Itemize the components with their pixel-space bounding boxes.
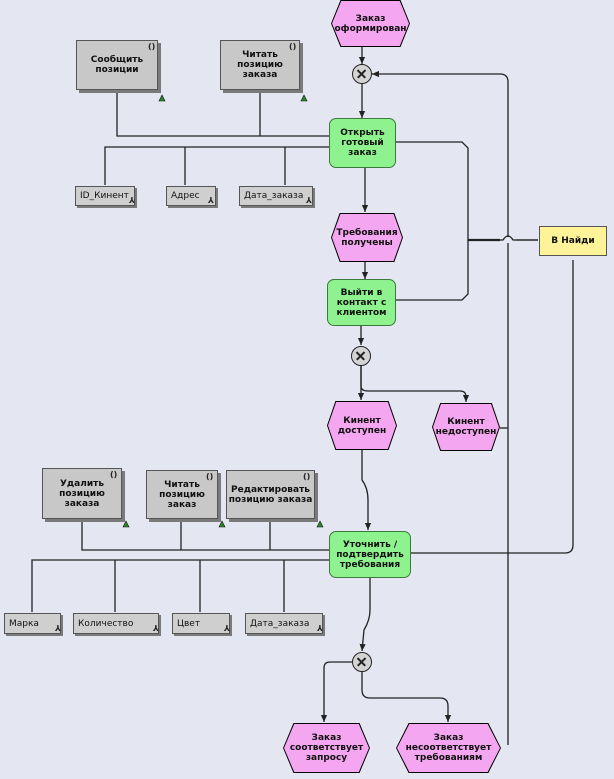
hop-gap bbox=[500, 237, 516, 243]
function-vyiti-v-kontakt[interactable]: Выйти в контакт с клиентом bbox=[327, 279, 396, 326]
doc-corner-mark: () bbox=[303, 472, 311, 481]
event-label: Заказ оформирован bbox=[334, 13, 407, 34]
attr-label: Адрес bbox=[171, 191, 200, 201]
attr-corner-mark: ⅄ bbox=[208, 196, 215, 205]
attr-id-kient[interactable]: ID_Кинент bbox=[75, 186, 135, 206]
function-label: Уточнить / подтвердить требования bbox=[336, 539, 404, 570]
attr-marka[interactable]: Марка bbox=[4, 613, 61, 634]
attr-data-zakaza-1[interactable]: Дата_заказа bbox=[239, 186, 313, 206]
event-kient-nedostupen[interactable]: Кинент недоступен bbox=[432, 403, 500, 451]
attr-adres[interactable]: Адрес bbox=[166, 186, 216, 206]
xor-gate-3[interactable] bbox=[352, 652, 372, 672]
link-icon bbox=[300, 94, 308, 102]
link-icon bbox=[122, 520, 130, 528]
attr-kolichestvo[interactable]: Количество bbox=[73, 613, 159, 634]
function-utochnit[interactable]: Уточнить / подтвердить требования bbox=[329, 531, 411, 578]
flow-line bbox=[396, 240, 469, 301]
attr-label: Дата_заказа bbox=[244, 191, 304, 201]
doc-label: Читать позицию заказа bbox=[237, 50, 283, 80]
flow-line bbox=[410, 260, 574, 554]
link-icon bbox=[158, 94, 166, 102]
xor-gate-2[interactable] bbox=[351, 346, 371, 366]
doc-corner-mark: () bbox=[110, 470, 118, 479]
flow-line bbox=[81, 519, 330, 551]
event-kient-dostupen[interactable]: Кинент доступен bbox=[327, 401, 397, 450]
attr-corner-mark: ⅄ bbox=[306, 196, 313, 205]
doc-label: Сообщить позиции bbox=[90, 55, 144, 75]
event-trebovaniya-polucheny[interactable]: Требования получены bbox=[331, 213, 403, 262]
flow-line bbox=[361, 450, 372, 530]
doc-udalit-poziciyu[interactable]: Удалить позицию заказа bbox=[42, 468, 122, 519]
doc-corner-mark: () bbox=[206, 472, 214, 481]
flow-line bbox=[359, 578, 371, 652]
flow-line bbox=[104, 146, 330, 185]
attr-corner-mark: ⅄ bbox=[317, 624, 324, 633]
event-label: Требования получены bbox=[336, 227, 398, 248]
attr-label: Дата_заказа bbox=[250, 618, 310, 629]
doc-label: Читать позицию заказ bbox=[159, 479, 205, 510]
attr-data-zakaza-2[interactable]: Дата_заказа bbox=[245, 613, 323, 634]
doc-label: Удалить позицию заказа bbox=[59, 478, 105, 509]
flow-line bbox=[396, 141, 538, 241]
event-zakaz-nesootvetstvuet[interactable]: Заказ несоответствует требованиям bbox=[396, 723, 501, 773]
function-otkryt-zakaz[interactable]: Открыть готовый заказ bbox=[329, 118, 396, 168]
link-icon bbox=[218, 520, 226, 528]
doc-corner-mark: () bbox=[148, 42, 156, 51]
org-unit-label: В Найди bbox=[551, 236, 595, 246]
link-icon bbox=[316, 520, 324, 528]
flow-line bbox=[500, 235, 538, 241]
attr-corner-mark: ⅄ bbox=[224, 624, 231, 633]
attr-corner-mark: ⅄ bbox=[153, 624, 160, 633]
doc-redaktirovat[interactable]: Редактировать позицию заказа bbox=[226, 470, 315, 519]
flow-line bbox=[31, 559, 330, 612]
attr-label: Количество bbox=[78, 618, 134, 629]
function-label: Открыть готовый заказ bbox=[340, 128, 385, 158]
flow-line bbox=[116, 90, 330, 137]
event-zakaz-oformlen[interactable]: Заказ оформирован bbox=[331, 0, 410, 47]
flow-line bbox=[360, 366, 470, 402]
doc-chitat-pozicii-zakaza[interactable]: Читать позицию заказа bbox=[220, 40, 300, 90]
attr-cvet[interactable]: Цвет bbox=[172, 613, 230, 634]
doc-label: Редактировать позицию заказа bbox=[228, 484, 313, 505]
xor-gate-1[interactable] bbox=[352, 64, 372, 84]
event-label: Кинент доступен bbox=[337, 415, 387, 436]
org-unit-v-naidi[interactable]: В Найди bbox=[539, 226, 607, 256]
attr-label: ID_Кинент bbox=[80, 191, 129, 201]
event-zakaz-sootvetstvuet[interactable]: Заказ соответствует запросу bbox=[283, 723, 370, 773]
attr-label: Марка bbox=[9, 618, 39, 629]
doc-soobshit-pozicii[interactable]: Сообщить позиции bbox=[76, 40, 158, 90]
function-label: Выйти в контакт с клиентом bbox=[336, 287, 387, 318]
event-label: Заказ соответствует запросу bbox=[289, 733, 364, 763]
flow-line bbox=[372, 70, 509, 745]
event-label: Кинент недоступен bbox=[435, 417, 497, 437]
event-label: Заказ несоответствует требованиям bbox=[405, 733, 492, 763]
doc-corner-mark: () bbox=[289, 42, 297, 51]
attr-corner-mark: ⅄ bbox=[55, 624, 62, 633]
flow-line bbox=[320, 661, 352, 722]
attr-corner-mark: ⅄ bbox=[129, 196, 136, 205]
attr-label: Цвет bbox=[177, 618, 201, 629]
doc-chitat-poziciyu[interactable]: Читать позицию заказ bbox=[146, 470, 218, 519]
flow-line bbox=[361, 672, 452, 722]
